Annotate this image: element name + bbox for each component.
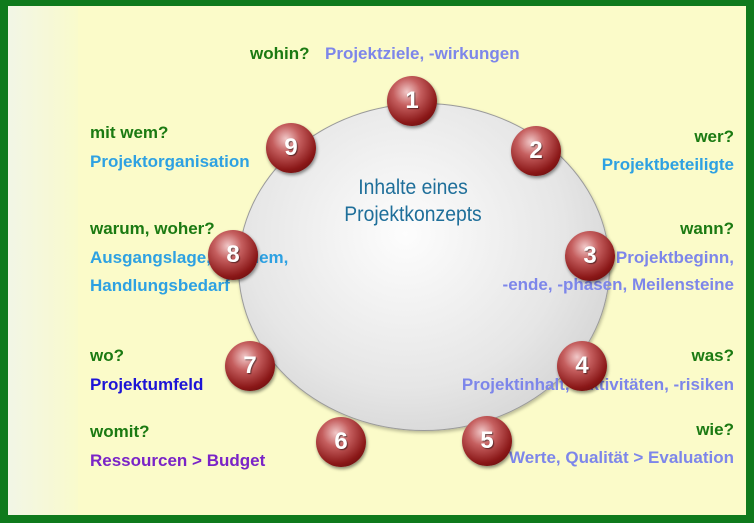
label-7-answer: Projektumfeld	[90, 375, 204, 394]
center-title-line-1: Inhalte eines	[358, 176, 468, 199]
label-9-question: mit wem?	[90, 123, 169, 142]
label-5-answer: Werte, Qualität > Evaluation	[509, 448, 734, 467]
label-1-answer: Projektziele, -wirkungen	[325, 44, 520, 63]
label-8-answer-line-2: Handlungsbedarf	[90, 276, 230, 295]
label-5-question: wie?	[696, 420, 734, 439]
node-1: 1	[387, 76, 437, 126]
label-8-answer-line-1: Ausgangslage, Problem,	[90, 248, 289, 267]
left-stripe	[8, 6, 78, 515]
label-1-question: wohin?	[250, 44, 310, 63]
center-title: Inhalte eines Projektkonzepts	[321, 174, 505, 228]
label-6-question: womit?	[90, 422, 150, 441]
label-2-question: wer?	[694, 127, 734, 146]
label-9-answer: Projektorganisation	[90, 152, 250, 171]
node-7: 7	[225, 341, 275, 391]
node-5: 5	[462, 416, 512, 466]
node-9: 9	[266, 123, 316, 173]
label-3-answer-line-1: Projektbeginn,	[615, 248, 734, 267]
center-title-line-2: Projektkonzepts	[344, 203, 482, 226]
label-2-answer: Projektbeteiligte	[601, 155, 734, 174]
node-4: 4	[557, 341, 607, 391]
node-2: 2	[511, 126, 561, 176]
label-3-answer-line-2: -ende, -phasen, Meilensteine	[502, 275, 734, 294]
label-7-question: wo?	[90, 346, 124, 365]
label-3-question: wann?	[680, 219, 734, 238]
node-6: 6	[316, 417, 366, 467]
label-6-answer: Ressourcen > Budget	[90, 451, 266, 470]
label-8-question: warum, woher?	[90, 219, 215, 238]
node-8: 8	[208, 230, 258, 280]
diagram-canvas: Inhalte eines Projektkonzepts wohin? Pro…	[8, 6, 746, 515]
node-3: 3	[565, 231, 615, 281]
label-4-question: was?	[691, 346, 734, 365]
